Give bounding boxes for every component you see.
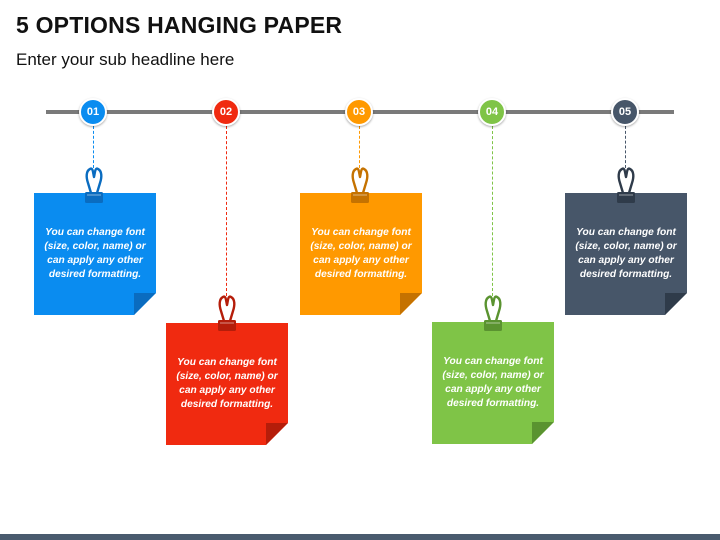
note-text-03: You can change font (size, color, name) … [310, 227, 412, 280]
drop-line-05 [625, 126, 626, 168]
clip-handle [85, 167, 103, 194]
page-subtitle: Enter your sub headline here [16, 50, 235, 69]
clip-highlight [353, 194, 367, 196]
clip-body [617, 192, 635, 203]
binder-clip-icon [351, 167, 369, 203]
step-badge-05: 05 [611, 98, 639, 126]
note-text-02: You can change font (size, color, name) … [176, 357, 278, 410]
binder-clip-icon [617, 167, 635, 203]
note-text-01: You can change font (size, color, name) … [44, 227, 146, 280]
step-badge-04: 04 [478, 98, 506, 126]
clip-body [218, 320, 236, 331]
note-card-03: You can change font (size, color, name) … [300, 193, 422, 315]
drop-line-03 [359, 126, 360, 168]
note-card-02: You can change font (size, color, name) … [166, 323, 288, 445]
bottom-bar [0, 534, 720, 540]
drop-line-04 [492, 126, 493, 296]
note-card-01: You can change font (size, color, name) … [34, 193, 156, 315]
drop-line-01 [93, 126, 94, 168]
clip-highlight [619, 194, 633, 196]
note-text-04: You can change font (size, color, name) … [442, 356, 544, 409]
step-badge-02: 02 [212, 98, 240, 126]
note-fold-02 [266, 423, 288, 445]
note-fold-04 [532, 422, 554, 444]
step-badge-03: 03 [345, 98, 373, 126]
clip-body [351, 192, 369, 203]
note-card-05: You can change font (size, color, name) … [565, 193, 687, 315]
note-text-05: You can change font (size, color, name) … [575, 227, 677, 280]
note-card-04: You can change font (size, color, name) … [432, 322, 554, 444]
note-fold-05 [665, 293, 687, 315]
binder-clip-icon [218, 295, 236, 331]
page-title: 5 OPTIONS HANGING PAPER [16, 12, 343, 38]
note-fold-01 [134, 293, 156, 315]
clip-handle [218, 295, 236, 322]
clip-handle [484, 295, 502, 322]
note-fold-03 [400, 293, 422, 315]
binder-clip-icon [484, 295, 502, 331]
clip-handle [617, 167, 635, 194]
clip-body [484, 320, 502, 331]
binder-clip-icon [85, 167, 103, 203]
clip-handle [351, 167, 369, 194]
clip-highlight [87, 194, 101, 196]
clip-highlight [486, 322, 500, 324]
step-badge-01: 01 [79, 98, 107, 126]
drop-line-02 [226, 126, 227, 296]
clip-highlight [220, 322, 234, 324]
clip-body [85, 192, 103, 203]
